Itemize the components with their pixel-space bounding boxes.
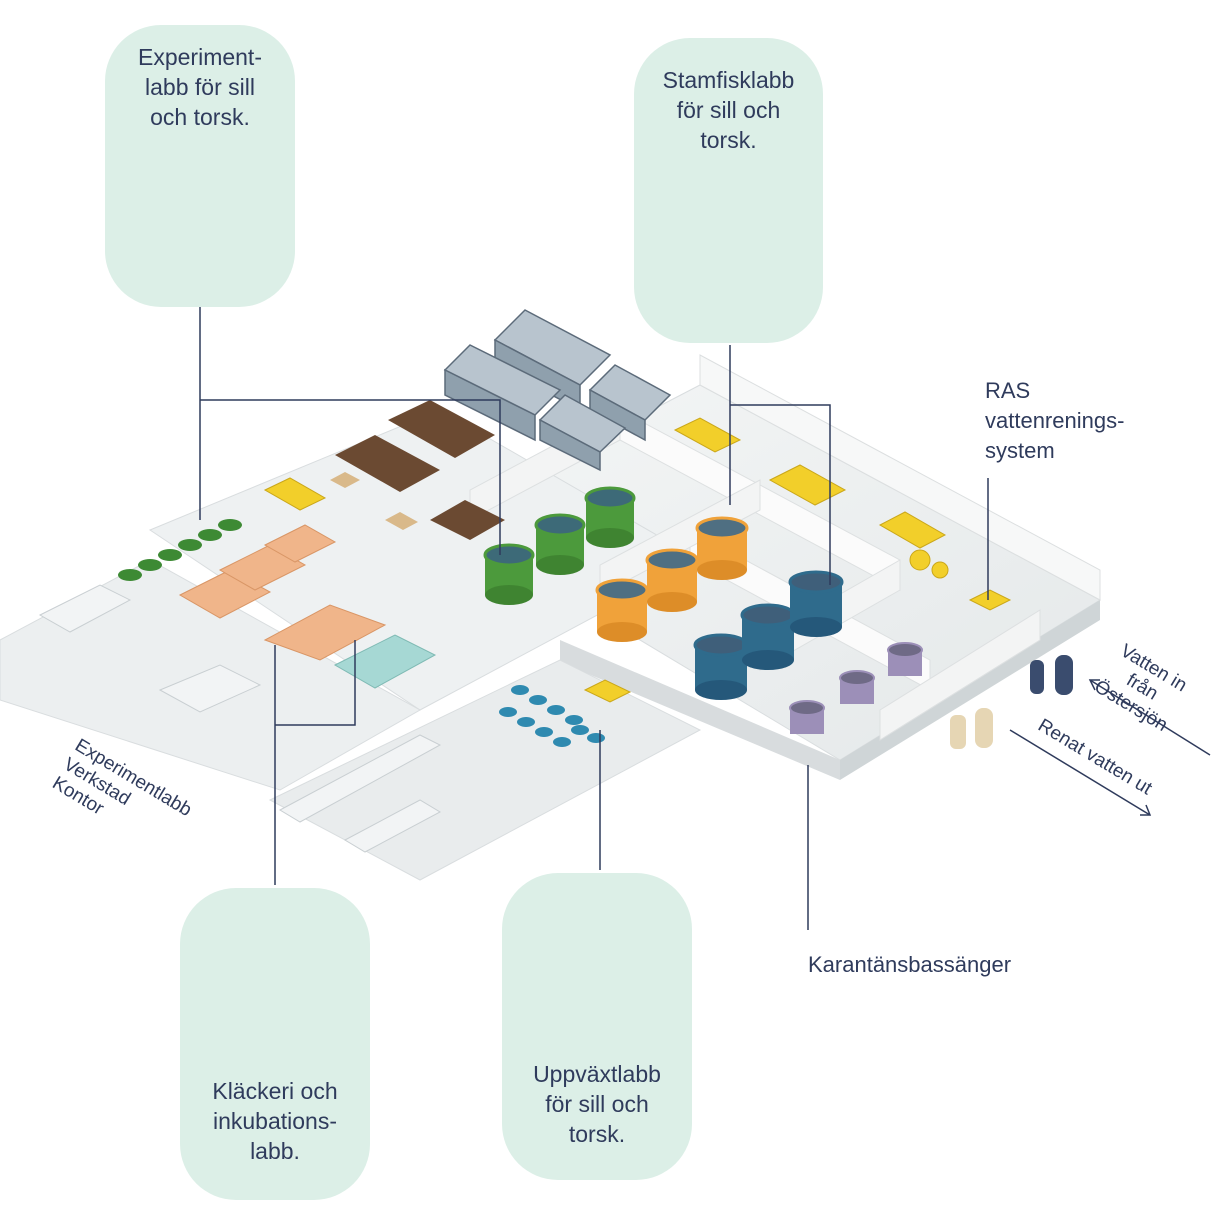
hatchery-lab-label: Kläckeri och inkubations- labb.	[212, 1078, 338, 1164]
rearing-tanks	[499, 685, 605, 747]
rearing-lab-label: Uppväxtlabb för sill och torsk.	[533, 1061, 661, 1147]
yellow-equipment	[263, 417, 1012, 703]
broodstock-lab-card: Stamfisklabb för sill och torsk.	[634, 38, 823, 343]
quarantine-label: Karantänsbassänger	[808, 952, 1012, 977]
hatchery-lab-card: Kläckeri och inkubations- labb.	[180, 888, 370, 1200]
broodstock-lab-label: Stamfisklabb för sill och torsk.	[662, 67, 795, 153]
teal-trays	[333, 634, 437, 689]
blue-tanks	[693, 570, 844, 700]
small-green-tanks	[118, 519, 242, 581]
hatchery-trays	[178, 524, 387, 661]
soil-beds	[330, 400, 505, 540]
east-wing-front	[840, 600, 1100, 780]
east-cross-wall-4	[879, 609, 1041, 741]
green-tanks	[483, 486, 636, 605]
ras-system-label: RAS vattenrenings- system	[985, 378, 1125, 463]
water-treatment	[950, 655, 1073, 749]
east-back-wall	[699, 354, 1101, 601]
purple-tanks	[789, 642, 923, 734]
shelves	[38, 584, 442, 853]
orange-tanks	[595, 516, 749, 642]
experiment-lab-label: Experiment- labb för sill och torsk.	[138, 44, 262, 130]
rearing-lab-card: Uppväxtlabb för sill och torsk.	[502, 873, 692, 1180]
greenhouses	[443, 309, 672, 472]
water-arrows	[1009, 679, 1211, 816]
experiment-lab-card: Experiment- labb för sill och torsk.	[105, 25, 295, 307]
leader-lines	[199, 305, 989, 930]
south-wing-floor	[560, 640, 840, 780]
